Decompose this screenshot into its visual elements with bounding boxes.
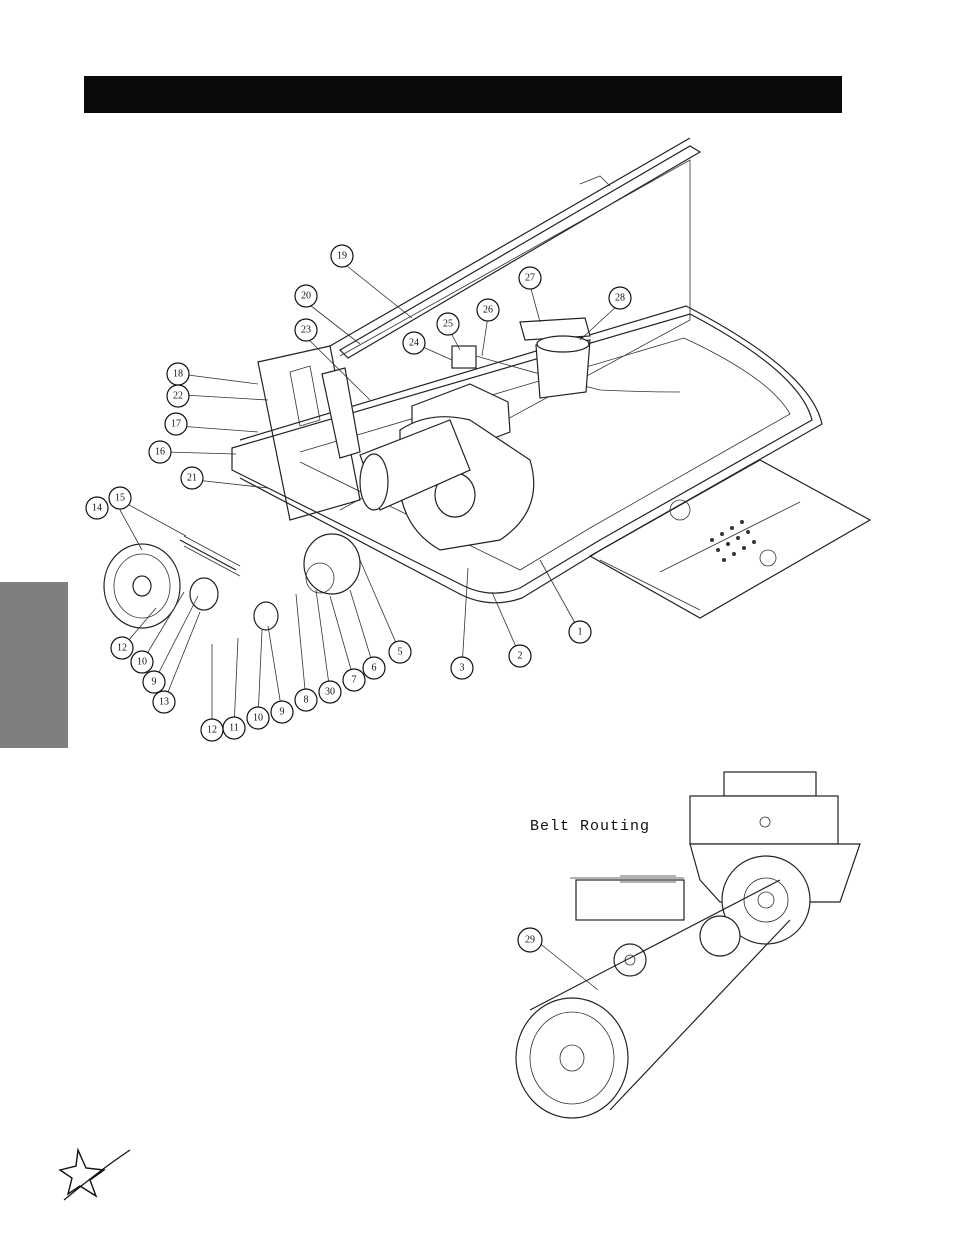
callout-12a: 12 [200, 718, 224, 742]
callout-28: 28 [608, 286, 632, 310]
svg-text:2: 2 [518, 651, 523, 662]
title-bar [84, 76, 842, 113]
svg-text:8: 8 [304, 695, 309, 706]
svg-text:12: 12 [207, 725, 217, 736]
tension-spring [179, 535, 241, 577]
callout-26: 26 [476, 298, 500, 322]
switch-box [451, 345, 681, 393]
svg-text:22: 22 [173, 391, 183, 402]
callout-11: 11 [222, 716, 246, 740]
leader-lines [119, 261, 619, 991]
svg-text:11: 11 [229, 723, 239, 734]
callout-2: 2 [508, 644, 532, 668]
callout-3: 3 [450, 656, 474, 680]
svg-text:7: 7 [352, 675, 357, 686]
svg-text:5: 5 [398, 647, 403, 658]
callout-9b: 9 [142, 670, 166, 694]
callout-17: 17 [164, 412, 188, 436]
backsplash-rail [329, 137, 702, 511]
callout-18: 18 [166, 362, 190, 386]
callout-10b: 10 [130, 650, 154, 674]
capacitor [519, 317, 591, 399]
svg-text:28: 28 [615, 293, 625, 304]
callout-24: 24 [402, 331, 426, 355]
svg-text:14: 14 [92, 503, 102, 514]
svg-text:10: 10 [253, 713, 263, 724]
star-swoosh-logo [58, 1147, 131, 1201]
callout-30: 30 [318, 680, 342, 704]
large-pulley [103, 543, 181, 629]
svg-text:13: 13 [159, 697, 169, 708]
svg-text:24: 24 [409, 338, 419, 349]
drain-grid [710, 520, 756, 562]
svg-text:27: 27 [525, 273, 535, 284]
callout-21: 21 [180, 466, 204, 490]
svg-text:17: 17 [171, 419, 181, 430]
svg-text:12: 12 [117, 643, 127, 654]
svg-text:6: 6 [372, 663, 377, 674]
callout-19: 19 [330, 244, 354, 268]
callout-6: 6 [362, 656, 386, 680]
callout-23: 23 [294, 318, 318, 342]
svg-text:3: 3 [460, 663, 465, 674]
blade-flange-assembly [189, 533, 361, 631]
callout-7: 7 [342, 668, 366, 692]
svg-text:1: 1 [578, 627, 583, 638]
belt-routing-detail [515, 771, 861, 1119]
svg-text:15: 15 [115, 493, 125, 504]
belt-routing-label: Belt Routing [530, 818, 651, 835]
svg-text:10: 10 [137, 657, 147, 668]
tray-frame [231, 305, 823, 604]
extension-table [588, 459, 872, 619]
callout-16: 16 [148, 440, 172, 464]
callout-13: 13 [152, 690, 176, 714]
callout-5: 5 [388, 640, 412, 664]
callout-27: 27 [518, 266, 542, 290]
callout-29: 29 [517, 927, 543, 953]
callout-12b: 12 [110, 636, 134, 660]
svg-text:25: 25 [443, 319, 453, 330]
callout-25: 25 [436, 312, 460, 336]
callout-1: 1 [568, 620, 592, 644]
svg-text:9: 9 [152, 677, 157, 688]
svg-text:16: 16 [155, 447, 165, 458]
svg-text:23: 23 [301, 325, 311, 336]
callout-9a: 9 [270, 700, 294, 724]
svg-text:21: 21 [187, 473, 197, 484]
callout-20: 20 [294, 284, 318, 308]
callout-15: 15 [108, 486, 132, 510]
svg-text:18: 18 [173, 369, 183, 380]
svg-text:19: 19 [337, 251, 347, 262]
svg-text:29: 29 [525, 935, 535, 946]
callout-8: 8 [294, 688, 318, 712]
bracket-plate [257, 345, 361, 521]
svg-text:9: 9 [280, 707, 285, 718]
svg-text:26: 26 [483, 305, 493, 316]
side-section-tab [0, 582, 68, 748]
svg-text:30: 30 [325, 687, 335, 698]
callout-14: 14 [85, 496, 109, 520]
motor [359, 383, 535, 551]
callout-10a: 10 [246, 706, 270, 730]
svg-text:20: 20 [301, 291, 311, 302]
callout-22: 22 [166, 384, 190, 408]
